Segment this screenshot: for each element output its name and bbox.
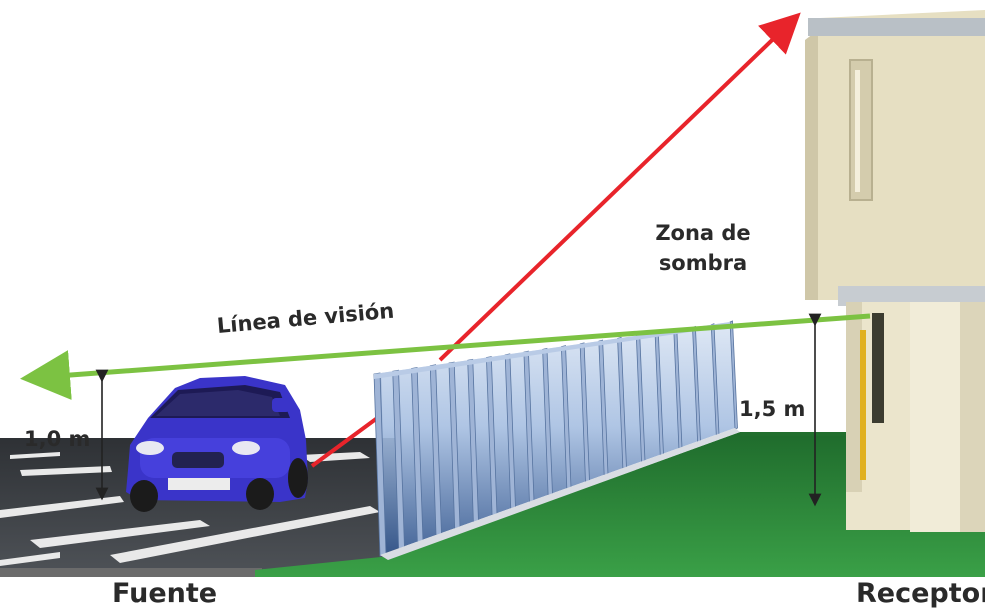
- sound-ray-diffracted: [438, 12, 801, 362]
- sound-ray-incident: [310, 414, 382, 468]
- shadow-zone-label-line1: Zona de: [655, 221, 751, 245]
- source-height-label: 1,0 m: [24, 427, 91, 451]
- receiver-building: [805, 10, 985, 532]
- shadow-zone-label: Zona de sombra: [648, 218, 758, 278]
- source-label: Fuente: [112, 578, 218, 609]
- shadow-zone-label-line2: sombra: [658, 251, 748, 275]
- receiver-height-label: 1,5 m: [739, 397, 806, 421]
- noise-barrier: [373, 320, 740, 560]
- car-illustration: [126, 376, 308, 512]
- barrier-post: [729, 320, 738, 430]
- receiver-label: Receptor: [856, 578, 985, 609]
- line-of-sight: [20, 313, 871, 400]
